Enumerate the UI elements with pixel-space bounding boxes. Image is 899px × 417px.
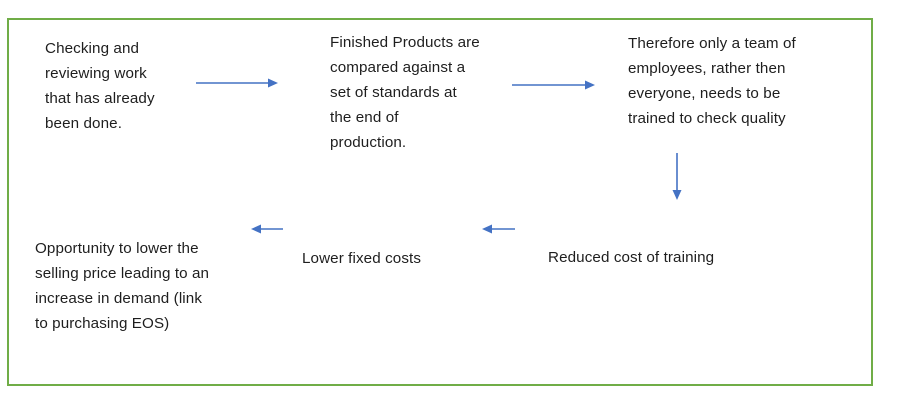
diagram-frame <box>7 18 873 386</box>
node-reduced-cost-of-training: Reduced cost of training <box>548 249 715 266</box>
node-checking-reviewing: Checking and reviewing work that has alr… <box>45 40 155 132</box>
node-team-training: Therefore only a team of employees, rath… <box>628 35 796 127</box>
node-finished-products: Finished Products are compared against a… <box>330 34 480 151</box>
node-opportunity-lower-price: Opportunity to lower the selling price l… <box>35 240 210 332</box>
node-lower-fixed-costs: Lower fixed costs <box>302 250 422 267</box>
